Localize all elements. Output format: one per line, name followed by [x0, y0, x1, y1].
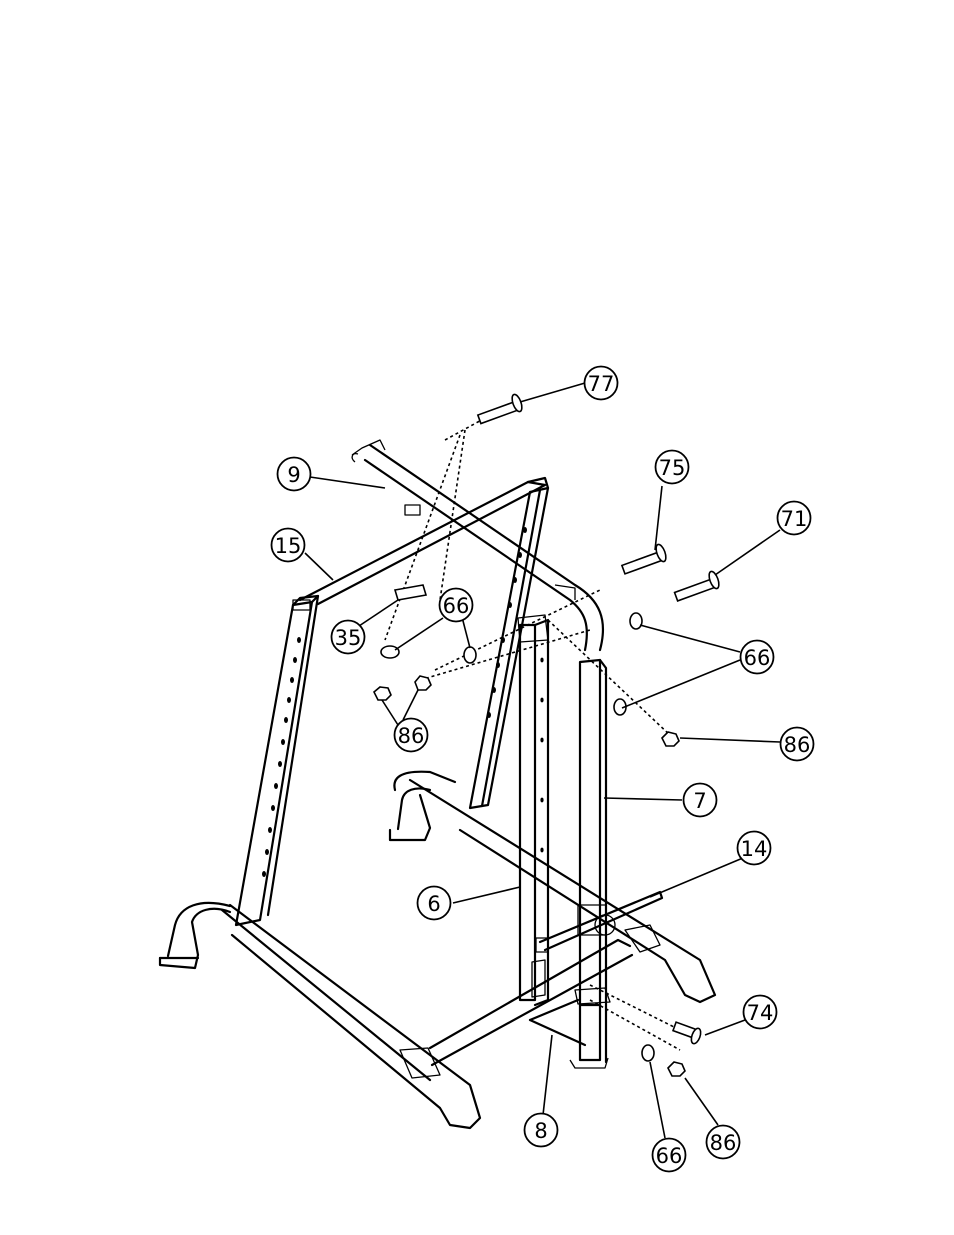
bolt-71 [675, 570, 721, 601]
base-frame-front [160, 772, 715, 1128]
callout-label: 7 [693, 789, 706, 813]
callout-71: 71 [778, 502, 811, 535]
callout-label: 66 [656, 1144, 683, 1168]
callout-label: 75 [659, 456, 686, 480]
callout-75: 75 [656, 451, 689, 484]
callout-label: 15 [275, 534, 302, 558]
callout-label: 86 [398, 724, 425, 748]
callout-8: 8 [525, 1114, 558, 1147]
callout-66: 66 [741, 641, 774, 674]
angled-arm [352, 440, 603, 650]
callout-6: 6 [418, 887, 451, 920]
bolt-74 [673, 1022, 702, 1045]
callout-label: 71 [781, 507, 808, 531]
callout-66: 66 [440, 589, 473, 622]
callout-14: 14 [738, 832, 771, 865]
callout-77: 77 [585, 367, 618, 400]
callout-9: 9 [278, 458, 311, 491]
callout-35: 35 [332, 621, 365, 654]
callout-86: 86 [707, 1126, 740, 1159]
callout-74: 74 [744, 996, 777, 1029]
callout-86: 86 [781, 728, 814, 761]
callout-label: 74 [747, 1001, 774, 1025]
callout-7: 7 [684, 784, 717, 817]
callout-66: 66 [653, 1139, 686, 1172]
callout-label: 6 [427, 892, 440, 916]
callout-label: 9 [287, 463, 300, 487]
bolt-77 [478, 393, 524, 423]
callout-15: 15 [272, 529, 305, 562]
callout-label: 66 [744, 646, 771, 670]
callout-label: 66 [443, 594, 470, 618]
callout-label: 8 [534, 1119, 547, 1143]
callout-label: 35 [335, 626, 362, 650]
callout-label: 77 [588, 372, 615, 396]
left-upright [236, 596, 318, 925]
callout-label: 86 [784, 733, 811, 757]
callout-label: 86 [710, 1131, 737, 1155]
callout-label: 14 [741, 837, 768, 861]
callout-86: 86 [395, 719, 428, 752]
bolt-75 [622, 543, 668, 574]
